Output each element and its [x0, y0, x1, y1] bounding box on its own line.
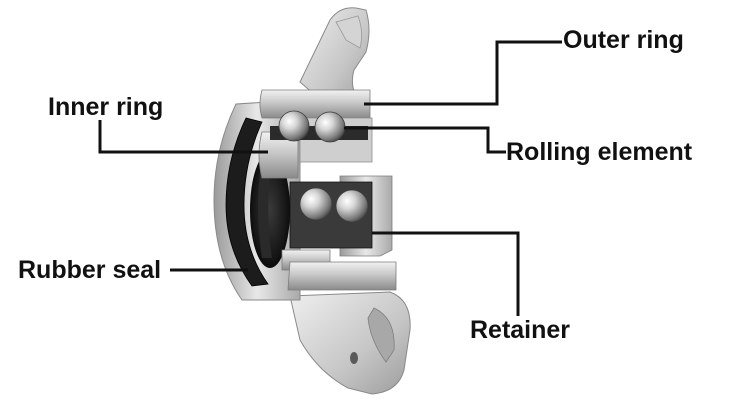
ball-bottom-left: [299, 187, 333, 221]
rubber-seal: [225, 117, 269, 287]
leader-retainer: [372, 231, 520, 316]
ball-top-left: [278, 110, 310, 142]
label-rubber-seal: Rubber seal: [18, 256, 162, 284]
leader-rolling-element: [344, 126, 506, 154]
inner-bore: [250, 152, 290, 268]
ball-bottom-right: [335, 189, 369, 223]
bottom-flange: [289, 291, 411, 395]
label-retainer: Retainer: [470, 316, 571, 344]
label-inner-ring: Inner ring: [48, 93, 164, 121]
leader-lines: [98, 40, 562, 316]
label-outer-ring: Outer ring: [563, 26, 684, 54]
top-flange: [299, 7, 370, 109]
leader-outer-ring: [364, 40, 562, 106]
ball-top-right: [314, 111, 346, 143]
leader-inner-ring: [98, 120, 268, 154]
label-rolling-element: Rolling element: [506, 138, 693, 166]
mount-hole: [350, 352, 358, 364]
